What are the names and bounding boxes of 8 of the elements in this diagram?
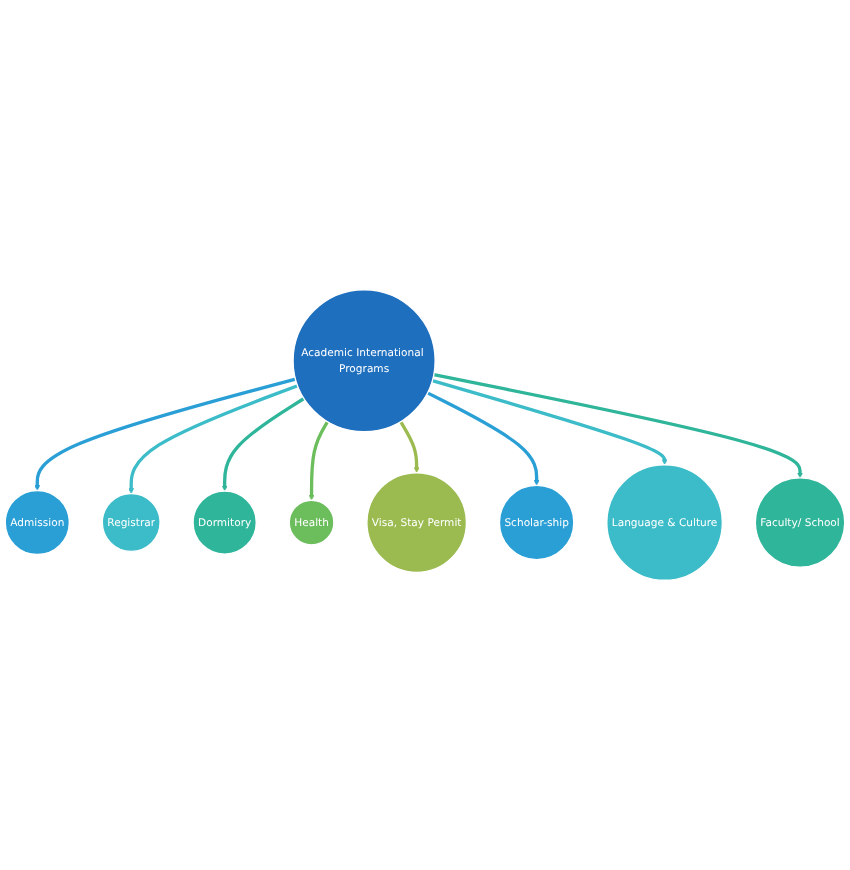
arrow — [308, 420, 329, 501]
arrow — [426, 391, 540, 486]
arrow — [431, 379, 668, 466]
arrow — [221, 397, 305, 492]
arrow — [128, 384, 299, 494]
arrow — [433, 373, 803, 479]
arrow — [34, 377, 296, 491]
arrow — [399, 420, 420, 474]
